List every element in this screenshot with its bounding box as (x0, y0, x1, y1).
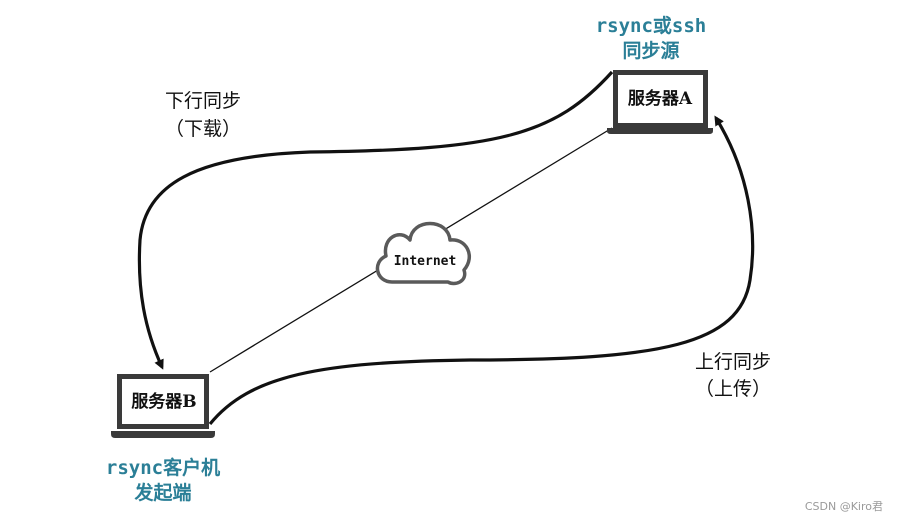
server-a-screen (613, 70, 708, 128)
server-a-label: 服务器A (628, 88, 693, 109)
server-a-caption-line2: 同步源 (622, 39, 679, 62)
downstream-sync-arrow (137, 70, 614, 370)
cloud-shape (375, 221, 471, 286)
internet-cloud: Internet (375, 221, 471, 286)
server-b-base (111, 431, 215, 438)
server-b-label: 服务器B (131, 391, 196, 412)
cloud-label: Internet (394, 254, 457, 269)
downstream-label-line1: 下行同步 (165, 90, 241, 112)
server-b-laptop: 服务器B (111, 374, 215, 438)
server-b-caption-line1: rsync客户机 (106, 456, 220, 479)
upstream-label-line2: （上传） (695, 378, 771, 400)
server-a-laptop: 服务器A (607, 70, 713, 134)
downstream-label-line2: （下载） (165, 118, 241, 140)
csdn-watermark: CSDN @Kiro君 (804, 500, 883, 513)
server-a-caption-line1: rsync或ssh (596, 14, 707, 37)
server-a-base (607, 128, 713, 134)
upstream-sync-arrow (208, 115, 755, 426)
upstream-label-line1: 上行同步 (695, 351, 771, 373)
server-b-screen (117, 374, 209, 429)
server-b-caption-line2: 发起端 (133, 481, 191, 504)
